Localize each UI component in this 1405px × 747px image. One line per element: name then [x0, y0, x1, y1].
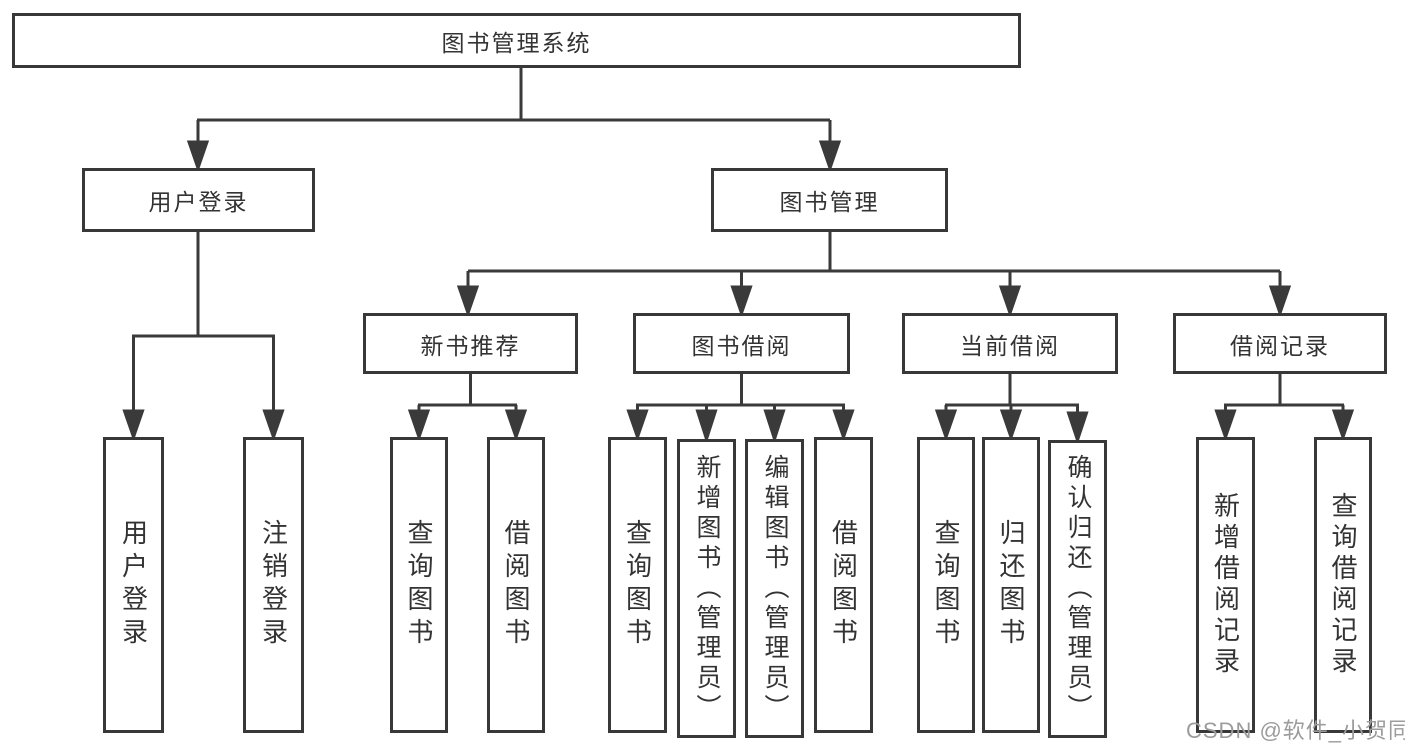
- leaf-add-borrow-record-label: 新增借阅记录: [1210, 492, 1241, 678]
- node-borrow-records-label: 借阅记录: [1230, 332, 1330, 359]
- leaf-query-books-borrow-label: 查询图书: [622, 519, 653, 651]
- node-book-borrow-label: 图书借阅: [691, 332, 792, 359]
- leaf-return-books-label: 归还图书: [996, 519, 1026, 651]
- leaf-borrow-books-recommend-label: 借阅图书: [501, 519, 531, 651]
- node-new-book-recommend-label: 新书推荐: [420, 332, 521, 359]
- node-book-management-label: 图书管理: [779, 189, 880, 215]
- leaf-logout: 注销登录: [243, 437, 304, 733]
- leaf-user-login: 用户登录: [103, 437, 164, 733]
- node-book-borrow: 图书借阅: [633, 313, 850, 374]
- leaf-edit-book-admin-label: 编辑图书（管理员）: [761, 453, 789, 724]
- leaf-confirm-return-admin: 确认归还（管理员）: [1048, 440, 1107, 738]
- leaf-edit-book-admin: 编辑图书（管理员）: [745, 439, 804, 738]
- node-root: 图书管理系统: [12, 13, 1021, 68]
- leaf-query-books-recommend: 查询图书: [390, 437, 448, 733]
- leaf-query-books-borrow: 查询图书: [608, 437, 667, 733]
- leaf-return-books: 归还图书: [982, 437, 1040, 733]
- leaf-add-book-admin: 新增图书（管理员）: [677, 439, 736, 738]
- leaf-query-borrow-record-label: 查询借阅记录: [1328, 492, 1358, 678]
- leaf-user-login-label: 用户登录: [118, 519, 149, 651]
- leaf-query-borrow-record: 查询借阅记录: [1314, 437, 1372, 733]
- node-user-login-label: 用户登录: [148, 189, 249, 215]
- leaf-query-books-recommend-label: 查询图书: [404, 519, 434, 651]
- node-new-book-recommend: 新书推荐: [363, 313, 578, 374]
- node-current-borrow: 当前借阅: [902, 313, 1118, 374]
- node-user-login: 用户登录: [82, 168, 315, 232]
- leaf-borrow-books-borrow: 借阅图书: [814, 437, 873, 733]
- leaf-add-book-admin-label: 新增图书（管理员）: [693, 453, 721, 724]
- leaf-borrow-books-borrow-label: 借阅图书: [828, 519, 859, 651]
- node-book-management: 图书管理: [711, 168, 948, 232]
- leaf-query-books-current-label: 查询图书: [931, 519, 961, 651]
- node-borrow-records: 借阅记录: [1173, 313, 1387, 374]
- leaf-borrow-books-recommend: 借阅图书: [487, 437, 545, 733]
- leaf-logout-label: 注销登录: [258, 519, 289, 651]
- node-root-label: 图书管理系统: [441, 29, 592, 56]
- watermark: CSDN @软件_小贺同学: [1186, 718, 1405, 743]
- node-current-borrow-label: 当前借阅: [960, 332, 1060, 359]
- leaf-add-borrow-record: 新增借阅记录: [1196, 437, 1255, 733]
- leaf-confirm-return-admin-label: 确认归还（管理员）: [1064, 454, 1092, 724]
- leaf-query-books-current: 查询图书: [917, 437, 975, 733]
